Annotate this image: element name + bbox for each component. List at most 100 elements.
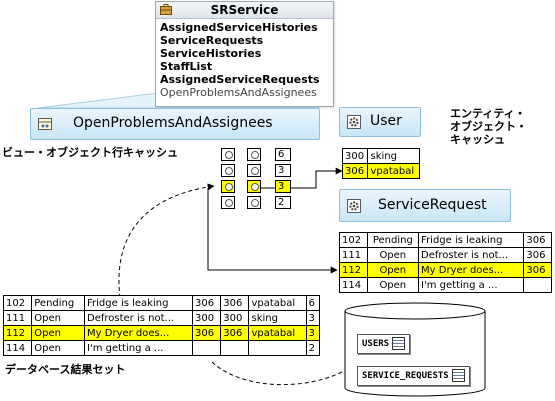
row-key-2: 3 — [275, 164, 291, 177]
sr-problem-cell: My Dryer does... — [418, 262, 525, 278]
application-module-box[interactable]: SRService AssignedServiceHistories Servi… — [155, 1, 334, 107]
sr-problem-cell: Fridge is leaking — [418, 232, 525, 248]
vo-instance-assignedservicerequests[interactable]: AssignedServiceRequests — [160, 73, 320, 86]
vo-instance-openproblemsandassignees[interactable]: OpenProblemsAndAssignees — [160, 86, 317, 99]
sr-id-cell: 102 — [339, 232, 368, 248]
rs-cell: 3 — [305, 325, 321, 341]
rs-cell: sking — [248, 310, 307, 326]
rs-cell: Open — [31, 340, 86, 356]
rs-cell: 3 — [305, 310, 321, 326]
vo-instance-servicerequests[interactable]: ServiceRequests — [160, 34, 264, 47]
user-entity-cache-table: 300 sking 306 vpatabal — [341, 148, 420, 179]
table-row: 306 vpatabal — [341, 163, 420, 179]
sr-status-cell: Open — [366, 247, 420, 263]
rs-cell: Open — [31, 325, 86, 341]
application-module-title: SRService — [210, 3, 279, 17]
row-slot-a3 — [221, 180, 235, 193]
rs-cell: vpatabal — [248, 295, 307, 311]
entity-gear-icon — [347, 115, 361, 129]
briefcase-icon — [160, 4, 172, 15]
view-object-icon — [38, 118, 52, 130]
resultset-to-database-link — [211, 361, 343, 386]
cache-to-user-arrow — [258, 167, 343, 189]
view-object-instance-list: AssignedServiceHistories ServiceRequests… — [156, 19, 333, 99]
sr-assignee-cell: 306 — [523, 247, 552, 263]
view-row-cache-label: ビュー・オブジェクト行キャッシュ — [2, 146, 178, 159]
servicerequest-entity-cache-table: 102 Pending Fridge is leaking 306 111 Op… — [339, 232, 552, 293]
sr-assignee-cell: 306 — [523, 262, 552, 278]
entity-cache-label: エンティティ・ オブジェクト・ キャッシュ — [450, 107, 527, 146]
table-row: 300 sking — [341, 148, 420, 164]
row-slot-b2 — [247, 164, 261, 177]
rs-cell: vpatabal — [248, 325, 307, 341]
rs-cell — [191, 340, 222, 356]
database-table-service-requests-label: SERVICE_REQUESTS — [362, 371, 449, 381]
sr-problem-cell: I'm getting a ... — [418, 277, 525, 293]
rs-cell: Defroster is not... — [84, 310, 193, 326]
servicerequest-entity-panel[interactable]: ServiceRequest — [339, 189, 511, 222]
rs-cell: 300 — [220, 310, 250, 326]
vo-instance-stafflist[interactable]: StaffList — [160, 60, 213, 73]
rs-cell: 114 — [2, 340, 33, 356]
table-row: 112 Open My Dryer does... 306 — [339, 262, 552, 278]
database-table-users[interactable]: USERS — [357, 334, 411, 354]
user-entity-panel[interactable]: User — [339, 107, 421, 137]
sr-problem-cell: Defroster is not... — [418, 247, 525, 263]
table-row: 112 Open My Dryer does... 306 306 vpatab… — [2, 325, 321, 341]
rs-cell: 6 — [305, 295, 321, 311]
database-result-set-table: 102 Pending Fridge is leaking 306 306 vp… — [2, 295, 321, 356]
row-slot-a1 — [221, 148, 235, 161]
sr-id-cell: 111 — [339, 247, 368, 263]
user-id-cell: 300 — [341, 148, 369, 164]
view-object-title: OpenProblemsAndAssignees — [73, 115, 273, 131]
row-slot-b1 — [247, 148, 261, 161]
table-row: 102 Pending Fridge is leaking 306 — [339, 232, 552, 248]
user-name-cell: vpatabal — [367, 163, 420, 179]
table-row: 102 Pending Fridge is leaking 306 306 vp… — [2, 295, 321, 311]
vo-instance-servicehistories[interactable]: ServiceHistories — [160, 47, 262, 60]
rs-cell: 300 — [191, 310, 222, 326]
rs-cell: 2 — [305, 340, 321, 356]
rs-cell: Open — [31, 310, 86, 326]
result-set-label: データベース結果セット — [5, 363, 126, 376]
view-object-panel[interactable]: OpenProblemsAndAssignees — [30, 108, 320, 140]
database-table-service-requests[interactable]: SERVICE_REQUESTS — [357, 366, 470, 386]
user-entity-title: User — [370, 113, 402, 129]
sr-status-cell: Open — [366, 262, 420, 278]
rs-cell: I'm getting a ... — [84, 340, 193, 356]
application-module-header: SRService — [156, 2, 333, 19]
database-table-users-label: USERS — [362, 339, 390, 349]
table-row: 111 Open Defroster is not... 300 300 ski… — [2, 310, 321, 326]
sr-id-cell: 114 — [339, 277, 368, 293]
resultset-to-cache-link — [118, 183, 215, 299]
rs-cell: 306 — [220, 325, 250, 341]
row-slot-a2 — [221, 164, 235, 177]
sr-assignee-cell: 306 — [523, 232, 552, 248]
rs-cell: 306 — [191, 295, 222, 311]
rs-cell: 111 — [2, 310, 33, 326]
table-row: 114 Open I'm getting a ... 2 — [2, 340, 321, 356]
user-name-cell: sking — [367, 148, 420, 164]
rs-cell — [220, 340, 250, 356]
row-slot-a4 — [221, 196, 235, 209]
table-icon — [451, 369, 465, 382]
row-key-4: 2 — [275, 196, 291, 209]
sr-assignee-cell — [523, 277, 552, 293]
rs-cell: 306 — [220, 295, 250, 311]
row-slot-b4 — [247, 196, 261, 209]
rs-cell: Fridge is leaking — [84, 295, 193, 311]
rs-cell: 102 — [2, 295, 33, 311]
rs-cell — [248, 340, 307, 356]
rs-cell: My Dryer does... — [84, 325, 193, 341]
sr-id-cell: 112 — [339, 262, 368, 278]
rs-cell: 112 — [2, 325, 33, 341]
sr-status-cell: Open — [366, 277, 420, 293]
row-key-3: 3 — [275, 180, 291, 193]
user-id-cell: 306 — [341, 163, 369, 179]
rs-cell: 306 — [191, 325, 222, 341]
cache-to-servicerequest-arrow — [207, 188, 338, 274]
table-icon — [392, 337, 406, 350]
vo-instance-assignedservicehistories[interactable]: AssignedServiceHistories — [160, 21, 318, 34]
servicerequest-entity-title: ServiceRequest — [378, 197, 487, 213]
